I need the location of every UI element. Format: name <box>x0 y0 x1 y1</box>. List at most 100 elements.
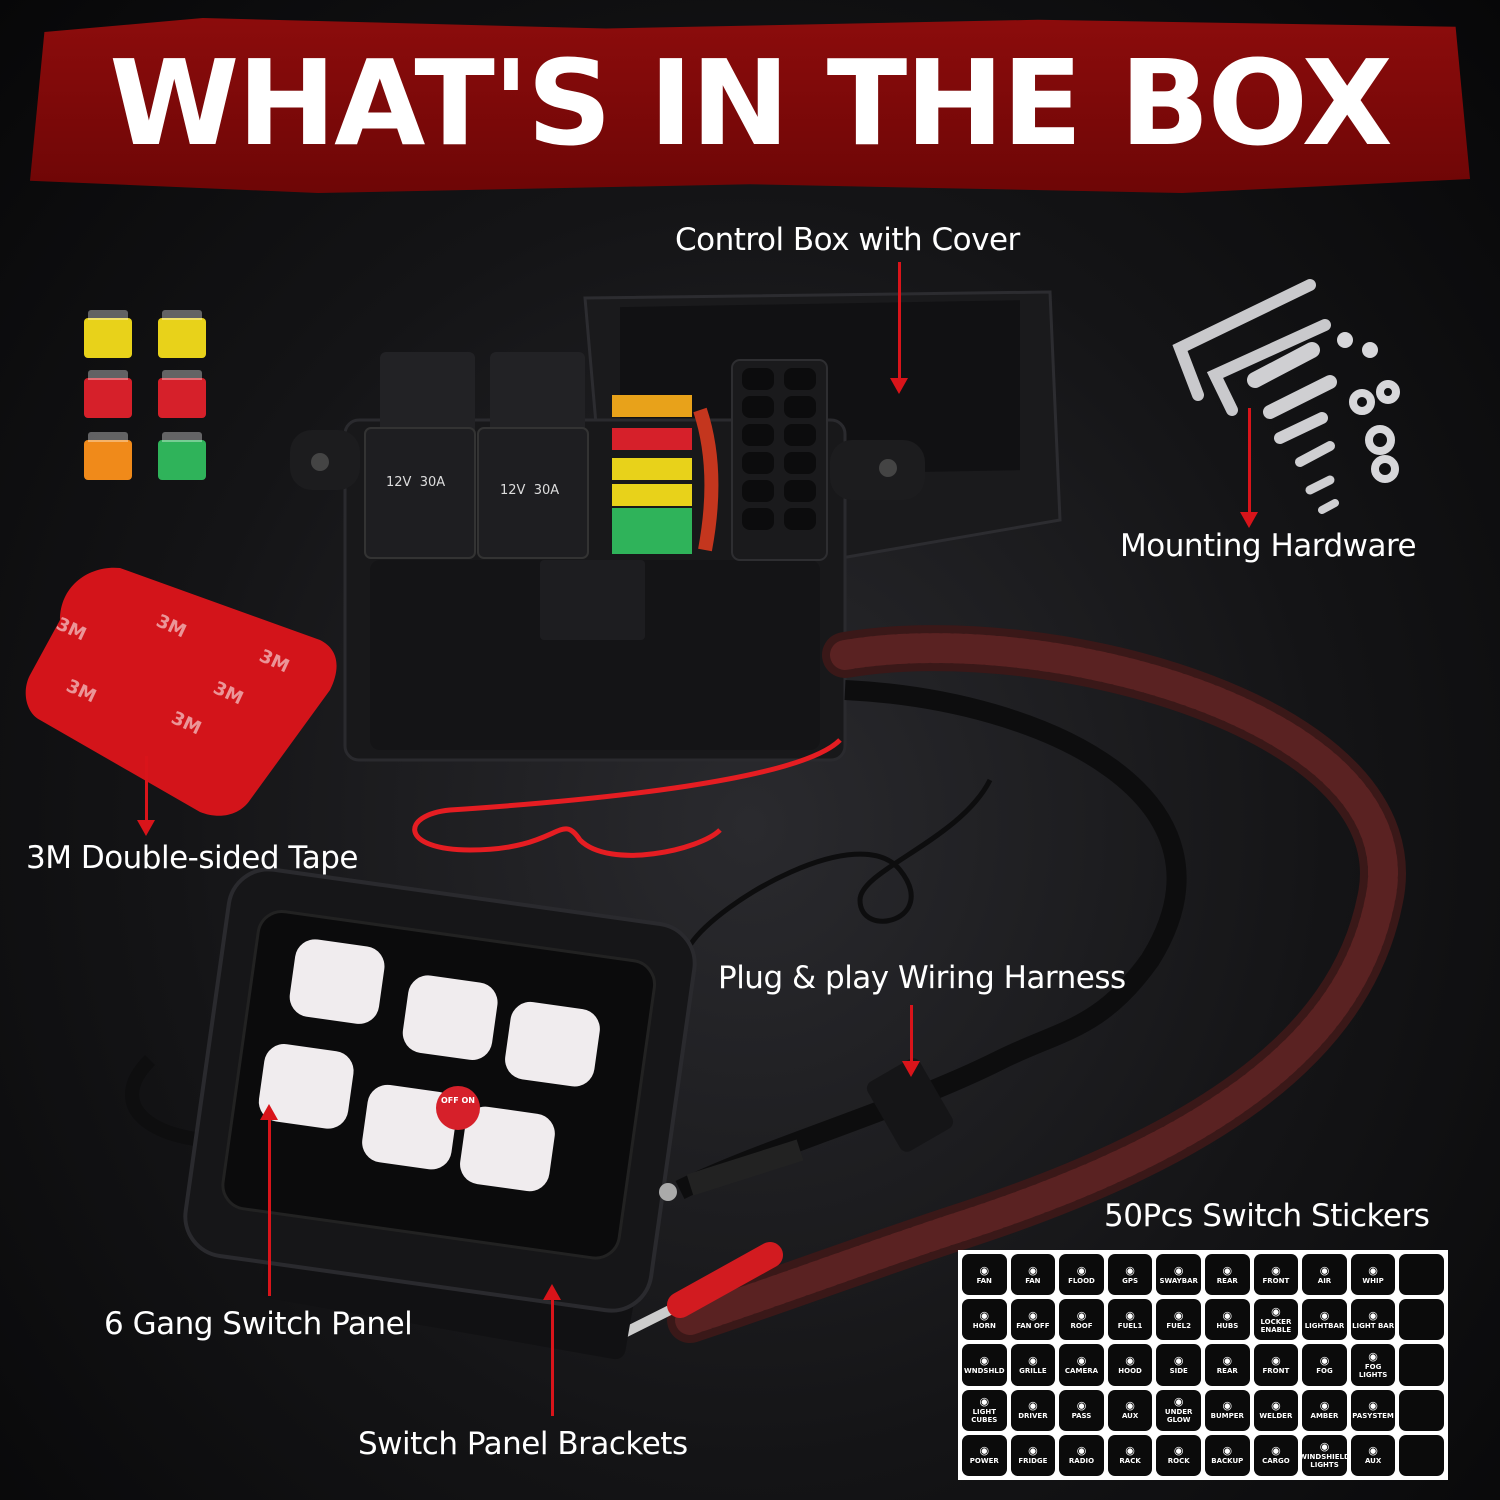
sticker-lightbar: ◉LIGHTBAR <box>1302 1299 1347 1341</box>
sticker-icon: ◉ <box>979 1263 990 1277</box>
sticker-icon: ◉ <box>1173 1444 1184 1458</box>
sticker-aux: ◉AUX <box>1107 1389 1153 1431</box>
sticker-icon: ◉ <box>1222 1353 1233 1367</box>
relay-2-rating: 12V 30A <box>500 483 560 498</box>
sticker-hood: ◉HOOD <box>1107 1344 1153 1386</box>
label-stickers: 50Pcs Switch Stickers <box>1104 1198 1430 1234</box>
sticker-label: HUBS <box>1216 1321 1239 1330</box>
sticker-horn: ◉HORN <box>962 1299 1007 1341</box>
label-control-box: Control Box with Cover <box>675 222 1020 258</box>
sticker-icon: ◉ <box>1271 1353 1281 1367</box>
sticker-icon: ◉ <box>1271 1399 1281 1413</box>
sticker-label: CARGO <box>1262 1457 1290 1466</box>
sticker-label: REAR <box>1216 1276 1238 1285</box>
sticker-icon: ◉ <box>1368 1399 1378 1413</box>
switch-sticker-sheet: ◉FAN◉FAN◉FLOOD◉GPS◉SWAYBAR◉REAR◉FRONT◉AI… <box>958 1250 1448 1480</box>
sticker-label: LIGHT BAR <box>1352 1321 1395 1330</box>
label-harness: Plug & play Wiring Harness <box>718 960 1126 996</box>
sticker-label: AUX <box>1121 1412 1139 1421</box>
sticker-icon: ◉ <box>1319 1399 1330 1413</box>
title-banner <box>30 18 1470 193</box>
sticker-rear: ◉REAR <box>1204 1254 1250 1296</box>
sticker-pass: ◉PASS <box>1059 1389 1104 1431</box>
sticker-label: AIR <box>1317 1276 1332 1285</box>
page-title: WHAT'S IN THE BOX <box>109 34 1392 172</box>
sticker-label: REAR <box>1216 1366 1238 1375</box>
sticker-label: FRIDGE <box>1018 1457 1048 1466</box>
sticker-blank <box>1399 1254 1444 1296</box>
sticker-label: LIGHTBAR <box>1304 1321 1345 1330</box>
sticker-icon: ◉ <box>1125 1353 1135 1367</box>
fuse-orange <box>84 432 132 480</box>
sticker-label: HOOD <box>1118 1366 1142 1375</box>
fuse-yellow <box>158 310 206 358</box>
sticker-icon: ◉ <box>1319 1440 1330 1454</box>
sticker-icon: ◉ <box>1271 1444 1281 1458</box>
sticker-bumper: ◉BUMPER <box>1204 1389 1250 1431</box>
sticker-icon: ◉ <box>1319 1308 1330 1322</box>
sticker-fuel2: ◉FUEL2 <box>1156 1299 1201 1341</box>
sticker-icon: ◉ <box>979 1308 990 1322</box>
sticker-air: ◉AIR <box>1302 1254 1347 1296</box>
sticker-icon: ◉ <box>1028 1399 1038 1413</box>
sticker-rock: ◉ROCK <box>1156 1434 1201 1476</box>
sticker-label: WHIP <box>1362 1276 1384 1285</box>
fuse-red <box>84 370 132 418</box>
sticker-icon: ◉ <box>1076 1263 1087 1277</box>
sticker-front: ◉FRONT <box>1253 1344 1299 1386</box>
sticker-label: FAN <box>1025 1276 1041 1285</box>
fuse-yellow <box>84 310 132 358</box>
arrow-harness <box>902 1005 920 1077</box>
sticker-blank <box>1399 1344 1444 1386</box>
sticker-rack: ◉RACK <box>1107 1434 1153 1476</box>
sticker-hubs: ◉HUBS <box>1204 1299 1250 1341</box>
sticker-label: FRONT <box>1262 1366 1290 1375</box>
sticker-front: ◉FRONT <box>1253 1254 1299 1296</box>
sticker-fan-off: ◉FAN OFF <box>1010 1299 1056 1341</box>
sticker-icon: ◉ <box>1222 1263 1233 1277</box>
sticker-label: POWER <box>969 1457 999 1466</box>
sticker-cargo: ◉CARGO <box>1253 1434 1299 1476</box>
sticker-fridge: ◉FRIDGE <box>1010 1434 1056 1476</box>
sticker-label: FAN OFF <box>1016 1321 1050 1330</box>
sticker-label: CAMERA <box>1064 1366 1099 1375</box>
sticker-amber: ◉AMBER <box>1302 1389 1347 1431</box>
sticker-fog: ◉FOG <box>1302 1344 1347 1386</box>
sticker-icon: ◉ <box>979 1444 990 1458</box>
sticker-icon: ◉ <box>1271 1304 1281 1318</box>
sticker-label: HORN <box>972 1321 996 1330</box>
sticker-label: ROCK <box>1167 1457 1190 1466</box>
sticker-fuel1: ◉FUEL1 <box>1107 1299 1153 1341</box>
fuse-green <box>158 432 206 480</box>
sticker-windshield-lights: ◉WINDSHIELD LIGHTS <box>1302 1434 1347 1476</box>
sticker-grille: ◉GRILLE <box>1010 1344 1056 1386</box>
sticker-icon: ◉ <box>1076 1399 1087 1413</box>
off-on-button-label: OFF ON <box>440 1096 475 1105</box>
sticker-swaybar: ◉SWAYBAR <box>1156 1254 1201 1296</box>
sticker-label: FOG <box>1316 1366 1333 1375</box>
sticker-label: FUEL1 <box>1117 1321 1143 1330</box>
sticker-label: LIGHT CUBES <box>971 1408 998 1425</box>
sticker-wndshld: ◉WNDSHLD <box>962 1344 1007 1386</box>
sticker-icon: ◉ <box>1125 1308 1135 1322</box>
sticker-icon: ◉ <box>1319 1263 1330 1277</box>
sticker-icon: ◉ <box>1319 1353 1330 1367</box>
sticker-side: ◉SIDE <box>1156 1344 1201 1386</box>
sticker-label: ROOF <box>1070 1321 1093 1330</box>
sticker-label: DRIVER <box>1018 1412 1048 1421</box>
sticker-roof: ◉ROOF <box>1059 1299 1104 1341</box>
sticker-fog-lights: ◉FOG LIGHTS <box>1350 1344 1396 1386</box>
sticker-icon: ◉ <box>1173 1263 1184 1277</box>
sticker-driver: ◉DRIVER <box>1010 1389 1056 1431</box>
sticker-label: PASS <box>1071 1412 1092 1421</box>
sticker-icon: ◉ <box>1028 1353 1038 1367</box>
sticker-icon: ◉ <box>979 1353 990 1367</box>
sticker-whip: ◉WHIP <box>1350 1254 1396 1296</box>
sticker-label: RACK <box>1119 1457 1141 1466</box>
sticker-rear: ◉REAR <box>1204 1344 1250 1386</box>
sticker-label: GRILLE <box>1019 1366 1047 1375</box>
sticker-under-glow: ◉UNDER GLOW <box>1156 1389 1201 1431</box>
sticker-icon: ◉ <box>1222 1399 1233 1413</box>
sticker-icon: ◉ <box>1028 1308 1038 1322</box>
